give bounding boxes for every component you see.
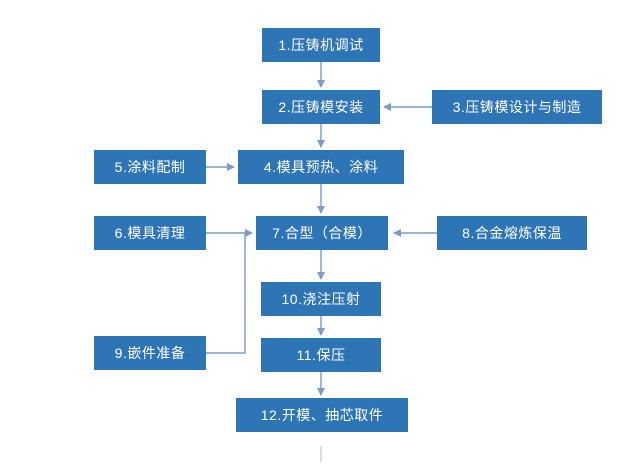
flow-node-10: 10.浇注压射 bbox=[261, 282, 381, 316]
flow-node-11: 11.保压 bbox=[261, 338, 381, 372]
flow-node-1: 1.压铸机调试 bbox=[262, 28, 380, 62]
flow-node-12: 12.开模、抽芯取件 bbox=[236, 398, 408, 432]
flow-node-3: 3.压铸模设计与制造 bbox=[432, 90, 602, 124]
flow-node-6: 6.模具清理 bbox=[94, 216, 206, 250]
flow-node-8: 8.合金熔炼保温 bbox=[437, 216, 587, 250]
flow-node-9: 9.嵌件准备 bbox=[94, 336, 206, 370]
arrow-9-to-7 bbox=[206, 233, 246, 354]
flow-node-7: 7.合型（合模） bbox=[256, 216, 388, 250]
flow-node-4: 4.模具预热、涂料 bbox=[238, 150, 404, 184]
flow-node-2: 2.压铸模安装 bbox=[262, 90, 380, 124]
flow-node-5: 5.涂料配制 bbox=[94, 150, 206, 184]
